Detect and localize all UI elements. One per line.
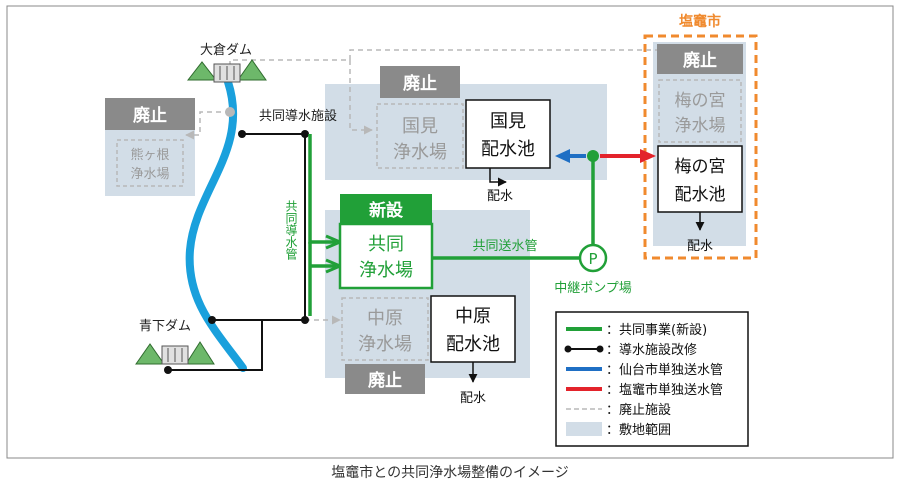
joint-plant-line1: 共同 [368, 234, 404, 255]
umenomiya-reservoir-line1: 梅の宮 [675, 157, 726, 177]
aoshita-dam-label: 青下ダム [139, 319, 191, 334]
shiogama-pipe-arrow [640, 149, 656, 163]
relay-pump-symbol: P [588, 250, 597, 268]
aoshita-dam-icon [135, 341, 215, 365]
legend-label-red: ：塩竈市単独送水管 [606, 382, 723, 398]
umenomiya-distribution-label: 配水 [687, 239, 713, 254]
joint-plant-new-text: 新設 [369, 200, 404, 221]
nakahara-plant-line1: 中原 [367, 308, 403, 329]
kunimi-plant-line2: 浄水場 [393, 142, 447, 163]
relay-pump-icon [578, 243, 608, 273]
kumagane-plant-line1: 熊ヶ根 [130, 147, 169, 163]
umenomiya-abolished-badge [657, 44, 743, 74]
joint-transmission-pipe-label: 共同送水管 [472, 239, 537, 254]
sendai-pipe-arrow [555, 149, 570, 163]
kunimi-abolished-badge [380, 66, 460, 98]
joint-plant-line2: 浄水場 [359, 260, 413, 281]
intake-node-upper-river [238, 130, 246, 138]
legend-label-dashed: ：廃止施設 [606, 402, 671, 418]
joint-intake-pipe-lower [308, 242, 336, 316]
joint-intake-facility-label: 共同導水施設 [259, 108, 337, 124]
umenomiya-abolished-text: 廃止 [683, 50, 717, 71]
nakahara-abolished-badge [345, 364, 425, 394]
legend-swatch-site [566, 422, 602, 436]
kunimi-reservoir-line1: 国見 [490, 111, 526, 132]
okura-dam-icon [186, 59, 267, 83]
nakahara-reservoir-line2: 配水池 [446, 334, 500, 355]
nakahara-abolished-text: 廃止 [368, 370, 402, 391]
legend-label-green: ：共同事業(新設) [606, 322, 707, 338]
kunimi-plant-box [376, 103, 464, 169]
shiogama-city-frame [643, 34, 758, 260]
intake-renovation-lower [168, 319, 305, 371]
joint-plant-box [338, 222, 434, 290]
legend-items: ：共同事業(新設) ：導水施設改修 ：仙台市単独送水管 ：塩竈市単独送水管 ：廃… [564, 322, 723, 438]
joint-intake-pipe-label: 共同導水管 [284, 200, 298, 261]
joint-plant-new-badge [340, 194, 432, 224]
kunimi-plant-line1: 国見 [402, 116, 438, 137]
okura-dam-label: 大倉ダム [200, 43, 252, 58]
kumagane-abolished-text: 廃止 [133, 105, 167, 126]
umenomiya-reservoir-line2: 配水池 [675, 185, 726, 205]
umenomiya-plant-box [658, 79, 742, 143]
kunimi-abolished-text: 廃止 [403, 73, 437, 94]
umenomiya-reservoir-box [657, 145, 743, 213]
river [185, 78, 247, 372]
kumagane-abolished-badge [105, 98, 195, 130]
legend-label-blue: ：仙台市単独送水管 [606, 362, 723, 378]
legend-swatch-black-dot-left [564, 345, 572, 353]
umenomiya-plant-line1: 梅の宮 [675, 91, 726, 111]
kunimi-distribution-arrow [489, 168, 507, 187]
kunimi-reservoir-box [465, 99, 551, 169]
abolished-pipe-kunimi [349, 60, 373, 135]
nakahara-distribution-label: 配水 [460, 391, 486, 406]
intake-node-upper-junction [301, 130, 309, 138]
intake-node-lower-junction [301, 316, 309, 324]
intake-node-aoshita [164, 366, 172, 374]
legend-label-black: ：導水施設改修 [606, 342, 697, 358]
river-intake-node-top [225, 107, 235, 117]
nakahara-plant-line2: 浄水場 [358, 334, 412, 355]
umenomiya-plant-line2: 浄水場 [675, 116, 726, 136]
intake-node-lower-river [208, 316, 216, 324]
transmission-junction-node [587, 150, 599, 162]
legend-label-site: ：敷地範囲 [606, 423, 671, 438]
kunimi-distribution-label: 配水 [487, 189, 513, 204]
legend-swatch-black-dot-right [596, 345, 604, 353]
shiogama-city-label: 塩竈市 [679, 13, 721, 30]
kunimi-reservoir-line2: 配水池 [481, 139, 535, 160]
nakahara-reservoir-line1: 中原 [455, 306, 491, 327]
nakahara-plant-box [341, 297, 429, 361]
figure-caption: 塩竈市との共同浄水場整備のイメージ [331, 464, 569, 481]
relay-pump-label: 中継ポンプ場 [554, 281, 632, 296]
kumagane-plant-line2: 浄水場 [130, 167, 169, 182]
